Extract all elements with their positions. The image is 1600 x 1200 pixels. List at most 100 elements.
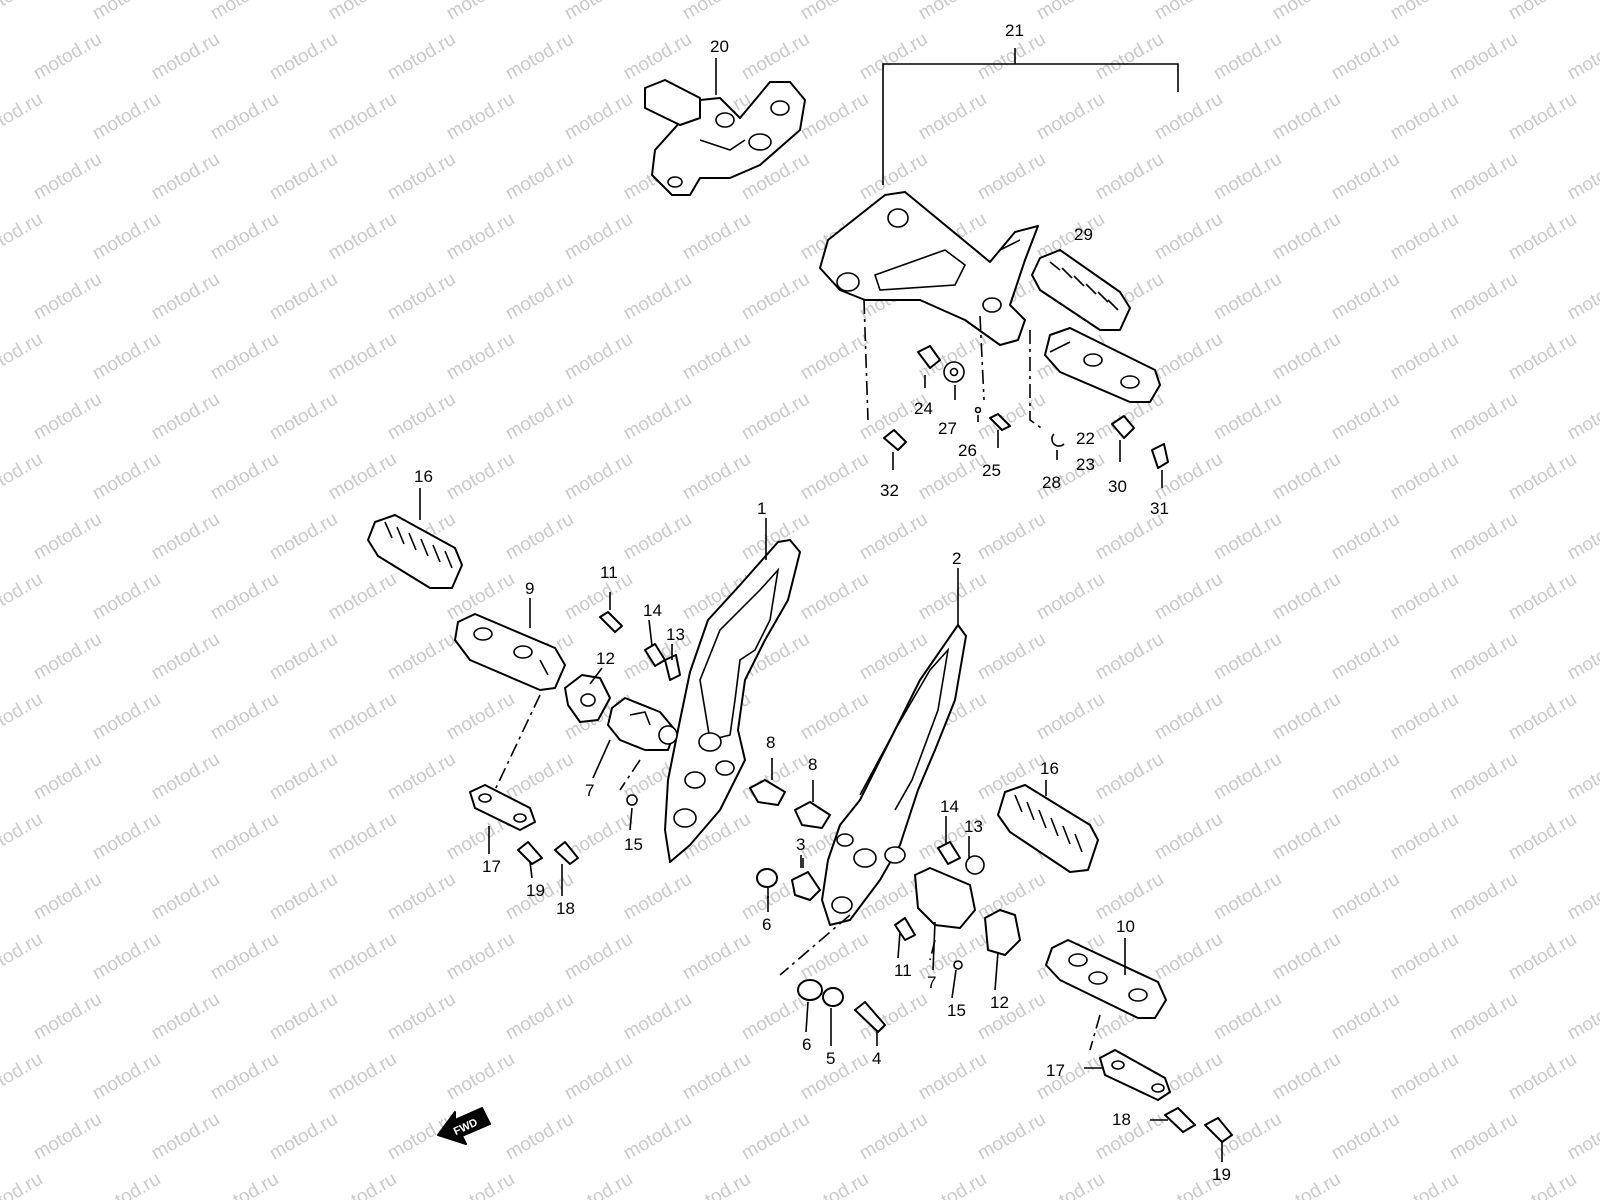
watermark-text: motod.ru [1446, 629, 1521, 685]
watermark-text: motod.ru [1328, 149, 1403, 205]
watermark-text: motod.ru [1269, 89, 1344, 145]
watermark-text: motod.ru [443, 0, 518, 24]
watermark-text: motod.ru [89, 1169, 164, 1200]
watermark-text: motod.ru [384, 749, 459, 805]
watermark-text: motod.ru [679, 209, 754, 265]
watermark-text: motod.ru [856, 509, 931, 565]
part-20-bracket [644, 79, 806, 196]
watermark-text: motod.ru [1387, 89, 1462, 145]
watermark-text: motod.ru [620, 509, 695, 565]
watermark-text: motod.ru [1328, 29, 1403, 85]
callout-7a: 7 [585, 781, 594, 800]
watermark-text: motod.ru [89, 449, 164, 505]
watermark-text: motod.ru [1387, 1049, 1462, 1105]
watermark-text: motod.ru [443, 1169, 518, 1200]
watermark-text: motod.ru [1505, 0, 1580, 24]
watermark-text: motod.ru [1033, 1169, 1108, 1200]
callout-15b: 15 [947, 1001, 966, 1020]
watermark-text: motod.ru [89, 0, 164, 24]
watermark-text: motod.ru [1269, 569, 1344, 625]
watermark-text: motod.ru [0, 569, 46, 625]
callout-13b: 13 [964, 817, 983, 836]
watermark-text: motod.ru [148, 29, 223, 85]
watermark-text: motod.ru [561, 209, 636, 265]
watermark-text: motod.ru [325, 689, 400, 745]
watermark-text: motod.ru [974, 989, 1049, 1045]
watermark-text: motod.ru [148, 749, 223, 805]
watermark-text: motod.ru [620, 1109, 695, 1165]
watermark-text: motod.ru [266, 149, 341, 205]
watermark-text: motod.ru [30, 629, 105, 685]
part-2-footrest-bracket [821, 624, 967, 926]
callout-25: 25 [982, 461, 1001, 480]
watermark-text: motod.ru [1387, 449, 1462, 505]
watermark-text: motod.ru [974, 509, 1049, 565]
part-16-footrest-rubber-left [367, 514, 463, 589]
watermark-text: motod.ru [30, 989, 105, 1045]
watermark-text: motod.ru [679, 449, 754, 505]
watermark-text: motod.ru [974, 1109, 1049, 1165]
watermark-text: motod.ru [1151, 0, 1226, 24]
watermark-text: motod.ru [384, 149, 459, 205]
watermark-text: motod.ru [1269, 929, 1344, 985]
callout-17b: 17 [1046, 1061, 1065, 1080]
watermark-text: motod.ru [915, 569, 990, 625]
watermark-text: motod.ru [1328, 989, 1403, 1045]
callout-6b: 6 [802, 1035, 811, 1054]
watermark-text: motod.ru [1269, 689, 1344, 745]
callout-15a: 15 [624, 835, 643, 854]
watermark-text: motod.ru [856, 629, 931, 685]
watermark-text: motod.ru [620, 29, 695, 85]
watermark-text: motod.ru [738, 29, 813, 85]
callout-18b: 18 [1112, 1110, 1131, 1129]
watermark-text: motod.ru [1328, 869, 1403, 925]
callout-11b: 11 [894, 961, 912, 980]
watermark-text: motod.ru [797, 0, 872, 24]
part-9-footrest [454, 613, 566, 691]
watermark-text: motod.ru [30, 509, 105, 565]
callout-2: 2 [952, 549, 961, 568]
watermark-text: motod.ru [0, 0, 46, 24]
watermark-text: motod.ru [797, 89, 872, 145]
watermark-text: motod.ru [502, 749, 577, 805]
watermark-text: motod.ru [1387, 689, 1462, 745]
watermark-text: motod.ru [89, 1049, 164, 1105]
watermark-text: motod.ru [1210, 149, 1285, 205]
watermark-text: motod.ru [325, 89, 400, 145]
watermark-text: motod.ru [1446, 509, 1521, 565]
watermark-text: motod.ru [384, 869, 459, 925]
watermark-text: motod.ru [502, 989, 577, 1045]
watermark-text: motod.ru [325, 0, 400, 24]
watermark-text: motod.ru [207, 809, 282, 865]
watermark-text: motod.ru [325, 209, 400, 265]
watermark-text: motod.ru [1151, 809, 1226, 865]
watermark-text: motod.ru [561, 1169, 636, 1200]
callout-19a: 19 [526, 881, 545, 900]
watermark-text: motod.ru [207, 1169, 282, 1200]
watermark-text: motod.ru [1092, 149, 1167, 205]
watermark-text: motod.ru [1269, 209, 1344, 265]
watermark-text: motod.ru [1564, 509, 1600, 565]
part-17-left [469, 784, 536, 831]
watermark-text: motod.ru [207, 569, 282, 625]
watermark-text: motod.ru [1328, 1109, 1403, 1165]
watermark-text: motod.ru [1505, 209, 1580, 265]
watermark-text: motod.ru [1505, 449, 1580, 505]
watermark-text: motod.ru [915, 1169, 990, 1200]
watermark-text: motod.ru [1210, 389, 1285, 445]
watermark-text: motod.ru [1328, 749, 1403, 805]
callout-11a: 11 [600, 563, 618, 582]
callout-13a: 13 [666, 625, 685, 644]
watermark-text: motod.ru [1151, 89, 1226, 145]
watermark-text: motod.ru [0, 209, 46, 265]
watermark-text: motod.ru [1092, 869, 1167, 925]
watermark-text: motod.ru [856, 29, 931, 85]
watermark-text: motod.ru [1210, 269, 1285, 325]
watermark-text: motod.ru [384, 269, 459, 325]
watermark-text: motod.ru [443, 689, 518, 745]
watermark-text: motod.ru [207, 0, 282, 24]
watermark-text: motod.ru [89, 569, 164, 625]
watermark-text: motod.ru [266, 749, 341, 805]
callout-labels: 1 2 3 4 5 6 6 7 7 8 8 9 10 11 11 12 12 1… [414, 21, 1231, 1184]
